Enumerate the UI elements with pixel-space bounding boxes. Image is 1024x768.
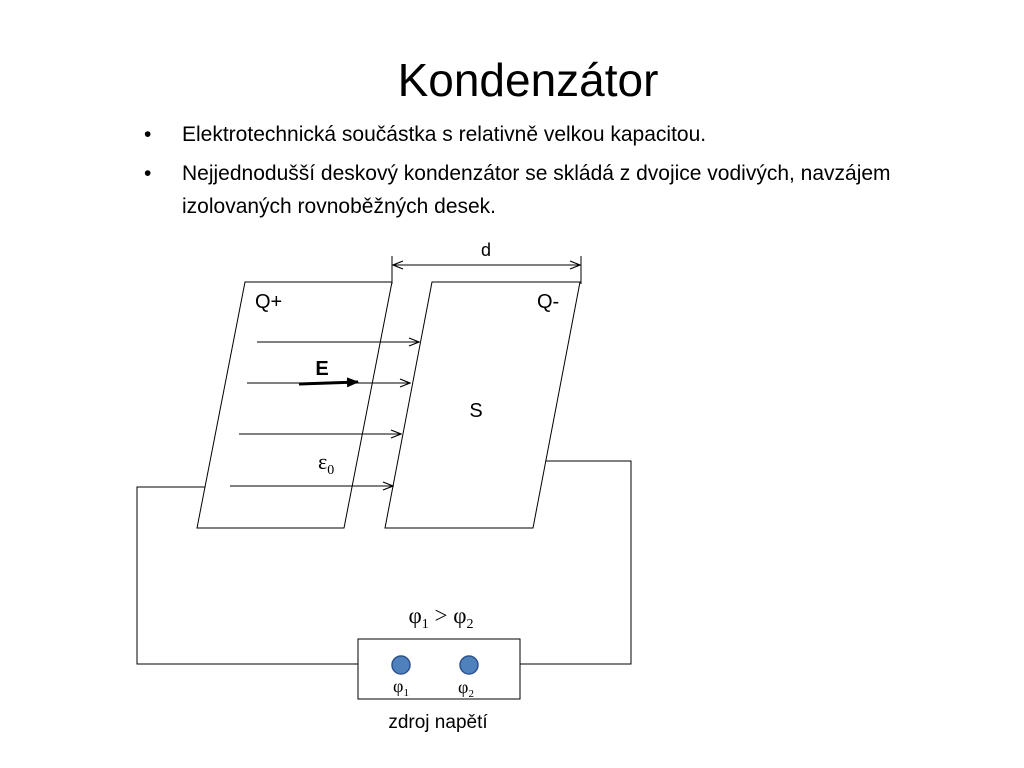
bullet-list: • Elektrotechnická součástka s relativně…	[140, 118, 970, 229]
terminal-right-label: φ2	[458, 677, 474, 700]
field-label: E	[315, 358, 328, 380]
bullet-text-2: Nejjednodušší deskový kondenzátor se skl…	[182, 162, 891, 218]
bullet-item-1: • Elektrotechnická součástka s relativně…	[140, 118, 970, 151]
voltage-source-box	[357, 638, 521, 700]
plate-positive-label: Q+	[255, 291, 282, 313]
slide-title: Kondenzátor	[397, 54, 659, 106]
wire-right	[520, 460, 632, 665]
distance-label: d	[481, 240, 491, 260]
plate-negative	[384, 281, 581, 529]
bullet-item-2: • Nejjednodušší deskový kondenzátor se s…	[140, 157, 970, 223]
bullet-icon: •	[144, 162, 152, 185]
permittivity-label: ε0	[318, 449, 334, 478]
plate-negative-label: Q-	[537, 291, 559, 313]
field-vector-arrow	[298, 377, 359, 388]
plate-positive	[196, 281, 393, 529]
terminal-left-icon	[391, 655, 411, 675]
wire-left	[136, 486, 358, 665]
source-label: zdroj napětí	[388, 712, 488, 733]
terminal-right-icon	[459, 655, 479, 675]
area-label: S	[469, 400, 482, 422]
bullet-text-1: Elektrotechnická součástka s relativně v…	[182, 123, 707, 146]
terminal-left-label: φ1	[393, 676, 409, 699]
potential-relation: φ1 > φ2	[408, 603, 473, 632]
bullet-icon: •	[144, 123, 152, 146]
